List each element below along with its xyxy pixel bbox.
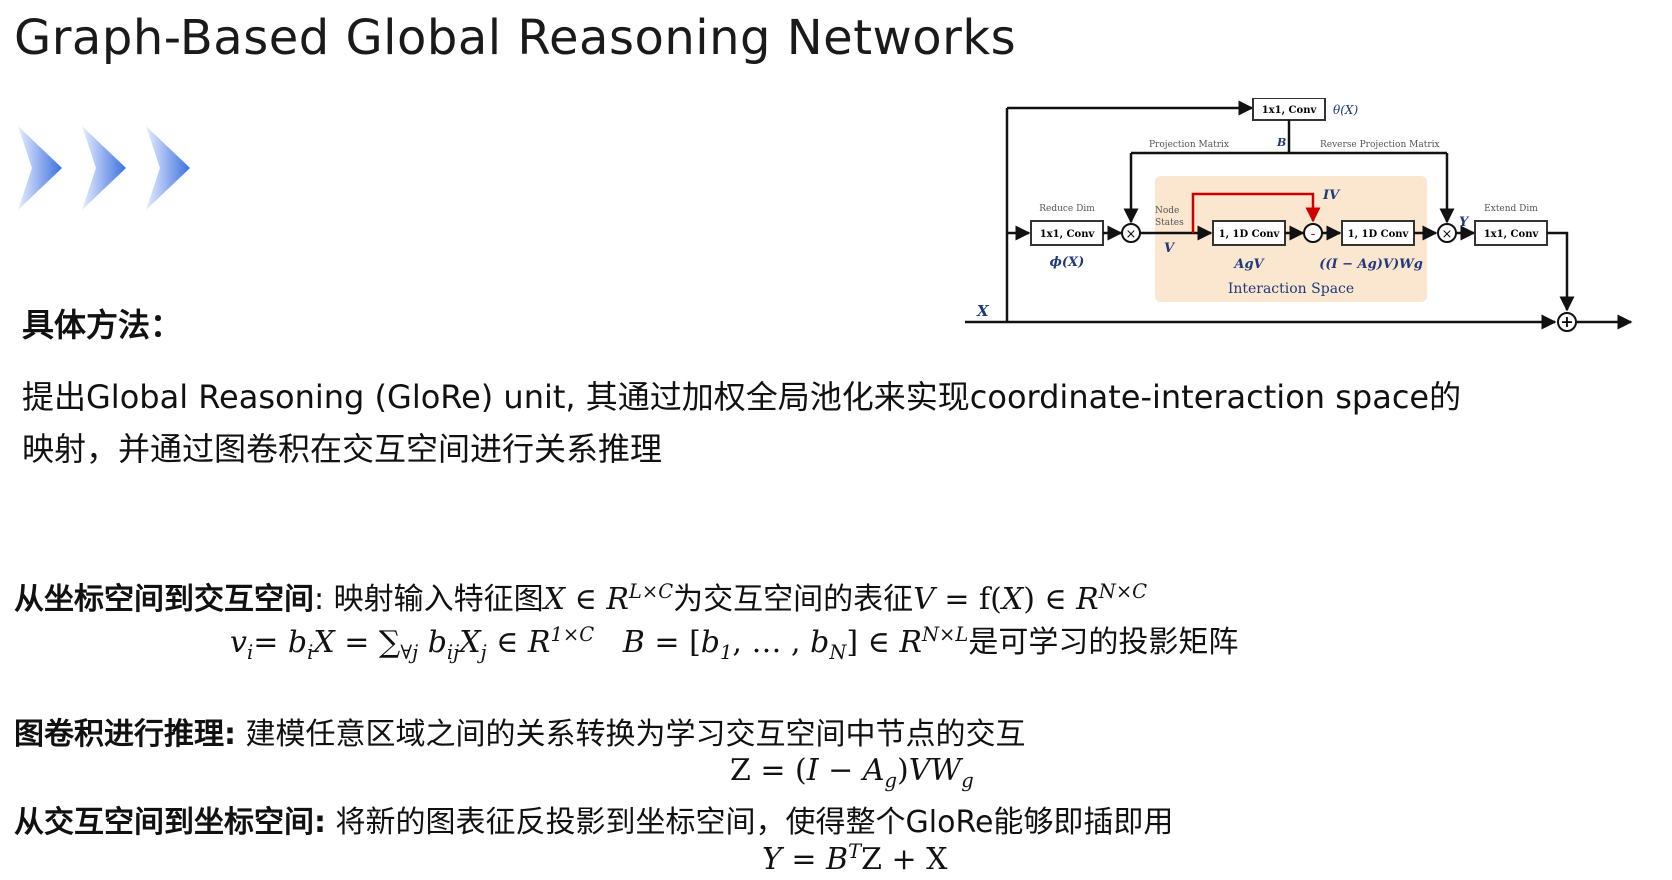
formula-label: ((I − Ag)V)Wg — [1319, 257, 1423, 272]
chevron-3 — [146, 126, 190, 210]
y-label: Y — [1459, 215, 1470, 230]
iv-label: IV — [1322, 188, 1341, 203]
section-text-a: : 映射输入特征图 — [314, 582, 544, 617]
svg-text:×: × — [1126, 227, 1137, 242]
interaction-space-label: Interaction Space — [1228, 281, 1354, 297]
agv-label: AgV — [1232, 257, 1265, 272]
theta-label: θ(X) — [1333, 103, 1358, 117]
conv1d-b-block — [1341, 220, 1415, 246]
section-label: 图卷积进行推理: — [14, 717, 236, 752]
section-coord-to-interaction: 从坐标空间到交互空间: 映射输入特征图X ∈ RL×C为交互空间的表征V = f… — [14, 580, 1148, 617]
equation-projection: vi= biX = ∑∀j bijXj ∈ R1×C B = [b1, … , … — [230, 623, 1239, 664]
x-label: X — [976, 302, 990, 320]
node-states-label: Node — [1155, 206, 1179, 216]
conv1d-a-label: 1, 1D Conv — [1219, 229, 1281, 240]
section-graph-conv: 图卷积进行推理: 建模任意区域之间的关系转换为学习交互空间中节点的交互 — [14, 709, 1026, 753]
reduce-conv-block — [1030, 220, 1104, 246]
phi-label: ϕ(X) — [1050, 255, 1085, 270]
chevron-arrows-decoration — [18, 126, 190, 210]
intro-line-2: 映射，并通过图卷积在交互空间进行关系推理 — [22, 430, 663, 468]
conv1d-b-label: 1, 1D Conv — [1348, 229, 1410, 240]
reduce-dim-label: Reduce Dim — [1039, 204, 1095, 214]
reduce-conv-label: 1x1, Conv — [1040, 229, 1096, 240]
equation-suffix: 是可学习的投影矩阵 — [968, 625, 1239, 660]
section-text: 将新的图表征反投影到坐标空间，使得整个GloRe能够即插即用 — [335, 805, 1174, 840]
svg-text:-: - — [1311, 226, 1316, 242]
glore-unit-diagram: + X 1x1, Conv θ(X) B Projection Matrix R… — [965, 98, 1633, 332]
chevron-2 — [82, 126, 126, 210]
slide-title: Graph-Based Global Reasoning Networks — [14, 10, 1017, 66]
equation-reverse-projection: Y = BTZ + X — [762, 840, 948, 877]
v-label: V — [1164, 241, 1176, 256]
reverse-projection-label: Reverse Projection Matrix — [1320, 140, 1440, 150]
extend-dim-label: Extend Dim — [1484, 204, 1538, 214]
svg-text:+: + — [1560, 312, 1573, 331]
top-conv-label: 1x1, Conv — [1262, 105, 1318, 116]
section-label: 从交互空间到坐标空间: — [14, 805, 326, 840]
method-heading: 具体方法： — [22, 306, 183, 344]
node-states-label-2: States — [1155, 218, 1184, 228]
projection-matrix-label: Projection Matrix — [1149, 140, 1229, 150]
svg-text:×: × — [1442, 227, 1453, 242]
conv1d-a-block — [1212, 220, 1286, 246]
chevron-1 — [18, 126, 62, 210]
section-text: 建模任意区域之间的关系转换为学习交互空间中节点的交互 — [245, 717, 1026, 752]
equation-graph-conv: Z = (I − Ag)VWg — [730, 753, 974, 792]
intro-line-1: 提出Global Reasoning (GloRe) unit, 其通过加权全局… — [22, 378, 1462, 416]
section-label: 从坐标空间到交互空间 — [14, 582, 314, 617]
extend-conv-label: 1x1, Conv — [1484, 229, 1540, 240]
section-interaction-to-coord: 从交互空间到坐标空间: 将新的图表征反投影到坐标空间，使得整个GloRe能够即插… — [14, 797, 1173, 841]
section-text-b: 为交互空间的表征 — [673, 582, 914, 617]
b-label: B — [1276, 136, 1286, 149]
